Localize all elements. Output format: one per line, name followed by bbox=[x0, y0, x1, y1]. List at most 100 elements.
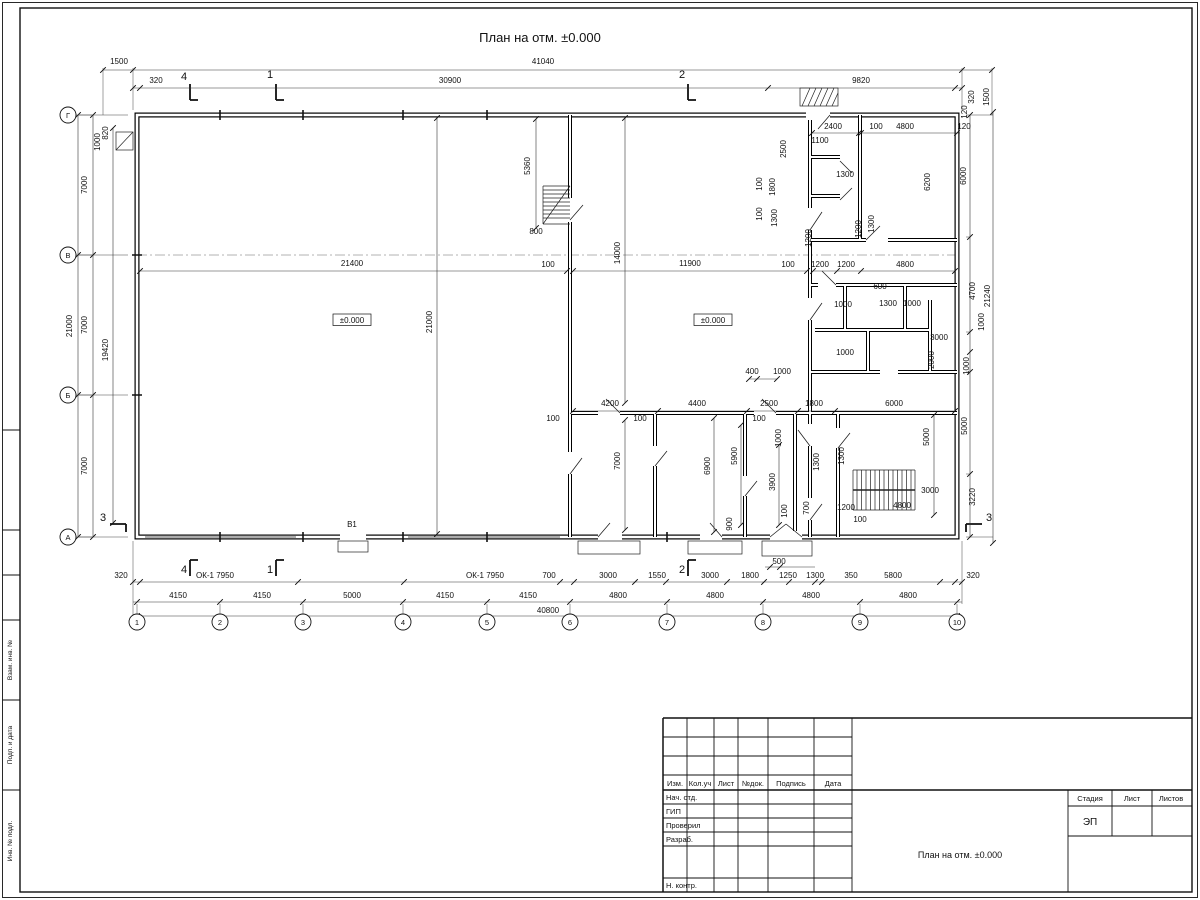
axis-label: Г bbox=[66, 111, 70, 120]
axis-label: 6 bbox=[568, 618, 572, 627]
section-marks bbox=[110, 84, 982, 576]
stamp-inv: Инв. № подл. bbox=[7, 821, 14, 862]
dim-tick bbox=[631, 578, 639, 586]
dim-tick bbox=[856, 598, 864, 606]
axis-bubble bbox=[59, 246, 77, 264]
dim-label: 4150 bbox=[253, 591, 271, 600]
tb-row-nachotd: Нач. отд. bbox=[666, 793, 697, 802]
dim-label: 1 bbox=[267, 69, 273, 81]
dim-label: 1000 bbox=[93, 133, 102, 151]
dim-tick bbox=[966, 328, 974, 336]
axis-bubble bbox=[128, 613, 146, 631]
dim-tick bbox=[966, 348, 974, 356]
axis-bubble bbox=[754, 613, 772, 631]
door-leaves bbox=[569, 114, 881, 538]
level-mark-box bbox=[693, 313, 733, 326]
tb-doc-title: План на отм. ±0.000 bbox=[918, 850, 1002, 860]
dim-tick bbox=[129, 66, 137, 74]
extension-lines bbox=[78, 68, 993, 616]
dim-label: 1200 bbox=[854, 220, 863, 238]
dim-label: 1200 bbox=[837, 260, 855, 269]
level-mark-box bbox=[332, 313, 372, 326]
dim-tick bbox=[857, 267, 865, 275]
dim-tick bbox=[737, 421, 745, 429]
dim-label: 4400 bbox=[688, 399, 706, 408]
axis-bubble bbox=[294, 613, 312, 631]
stair-right bbox=[852, 469, 916, 511]
dim-label: 1800 bbox=[805, 399, 823, 408]
dim-tick bbox=[803, 267, 811, 275]
dim-label: 600 bbox=[873, 282, 887, 291]
dim-tick bbox=[399, 598, 407, 606]
dim-label: 40800 bbox=[537, 606, 560, 615]
interior-walls-core bbox=[569, 115, 957, 537]
dim-tick bbox=[966, 368, 974, 376]
dim-label: 100 bbox=[541, 260, 555, 269]
dim-tick bbox=[299, 598, 307, 606]
dim-label: 21240 bbox=[983, 284, 992, 307]
dim-tick bbox=[988, 66, 996, 74]
dim-label: 100 bbox=[780, 504, 789, 518]
dim-label: 2500 bbox=[760, 399, 778, 408]
dim-tick bbox=[745, 375, 753, 383]
dim-label: 320 bbox=[966, 571, 980, 580]
tb-row-proveril: Проверил bbox=[666, 821, 701, 830]
dim-label: 1300 bbox=[879, 299, 897, 308]
axis-label: 10 bbox=[953, 618, 961, 627]
dim-label: 5900 bbox=[730, 447, 739, 465]
axis-label: 7 bbox=[665, 618, 669, 627]
dim-label: 21400 bbox=[341, 259, 364, 268]
dim-tick bbox=[773, 375, 781, 383]
axis-label: 8 bbox=[761, 618, 765, 627]
dim-label: 100 bbox=[546, 414, 560, 423]
dim-label: 3220 bbox=[968, 488, 977, 506]
dim-label: 100 bbox=[752, 414, 766, 423]
dim-tick bbox=[294, 578, 302, 586]
dim-label: 120 bbox=[957, 122, 971, 131]
dim-tick bbox=[794, 407, 802, 415]
dim-tick bbox=[759, 598, 767, 606]
dim-label: 1000 bbox=[836, 348, 854, 357]
axis-label: 5 bbox=[485, 618, 489, 627]
dim-tick bbox=[766, 563, 774, 571]
axis-label: 9 bbox=[858, 618, 862, 627]
dim-tick bbox=[654, 407, 662, 415]
dim-tick bbox=[760, 578, 768, 586]
dim-tick bbox=[662, 578, 670, 586]
dim-label: 5000 bbox=[960, 417, 969, 435]
dim-label: 3000 bbox=[921, 486, 939, 495]
dim-label: 3 bbox=[100, 512, 106, 524]
dim-tick bbox=[433, 530, 441, 538]
dim-label: 320 bbox=[114, 571, 128, 580]
dim-tick bbox=[989, 539, 997, 547]
axis-label: 1 bbox=[135, 618, 139, 627]
dim-tick bbox=[109, 124, 117, 132]
dim-label: 3000 bbox=[930, 333, 948, 342]
dim-label: 820 bbox=[101, 126, 110, 140]
dim-tick bbox=[753, 375, 761, 383]
axis-bubble bbox=[59, 528, 77, 546]
title-block-grid bbox=[663, 718, 1192, 892]
dim-label: 3000 bbox=[599, 571, 617, 580]
dim-tick bbox=[930, 511, 938, 519]
dim-tick bbox=[129, 578, 137, 586]
ventilation-unit-b1 bbox=[337, 540, 369, 553]
dim-label: 500 bbox=[772, 557, 786, 566]
dim-tick bbox=[136, 267, 144, 275]
axis-bubble bbox=[851, 613, 869, 631]
dim-label: 11900 bbox=[679, 259, 701, 268]
dim-tick bbox=[723, 578, 731, 586]
dim-label: 1200 bbox=[811, 260, 829, 269]
dim-label: 7000 bbox=[80, 457, 89, 475]
dim-label: 5000 bbox=[922, 428, 931, 446]
dim-tick bbox=[109, 519, 117, 527]
title-block-outline bbox=[662, 717, 1192, 892]
dim-tick bbox=[776, 563, 784, 571]
dim-label: 400 bbox=[745, 367, 759, 376]
dim-tick bbox=[570, 578, 578, 586]
dim-tick bbox=[563, 267, 571, 275]
tb-row-razrab: Разраб. bbox=[666, 835, 693, 844]
dim-label: 4800 bbox=[896, 260, 914, 269]
